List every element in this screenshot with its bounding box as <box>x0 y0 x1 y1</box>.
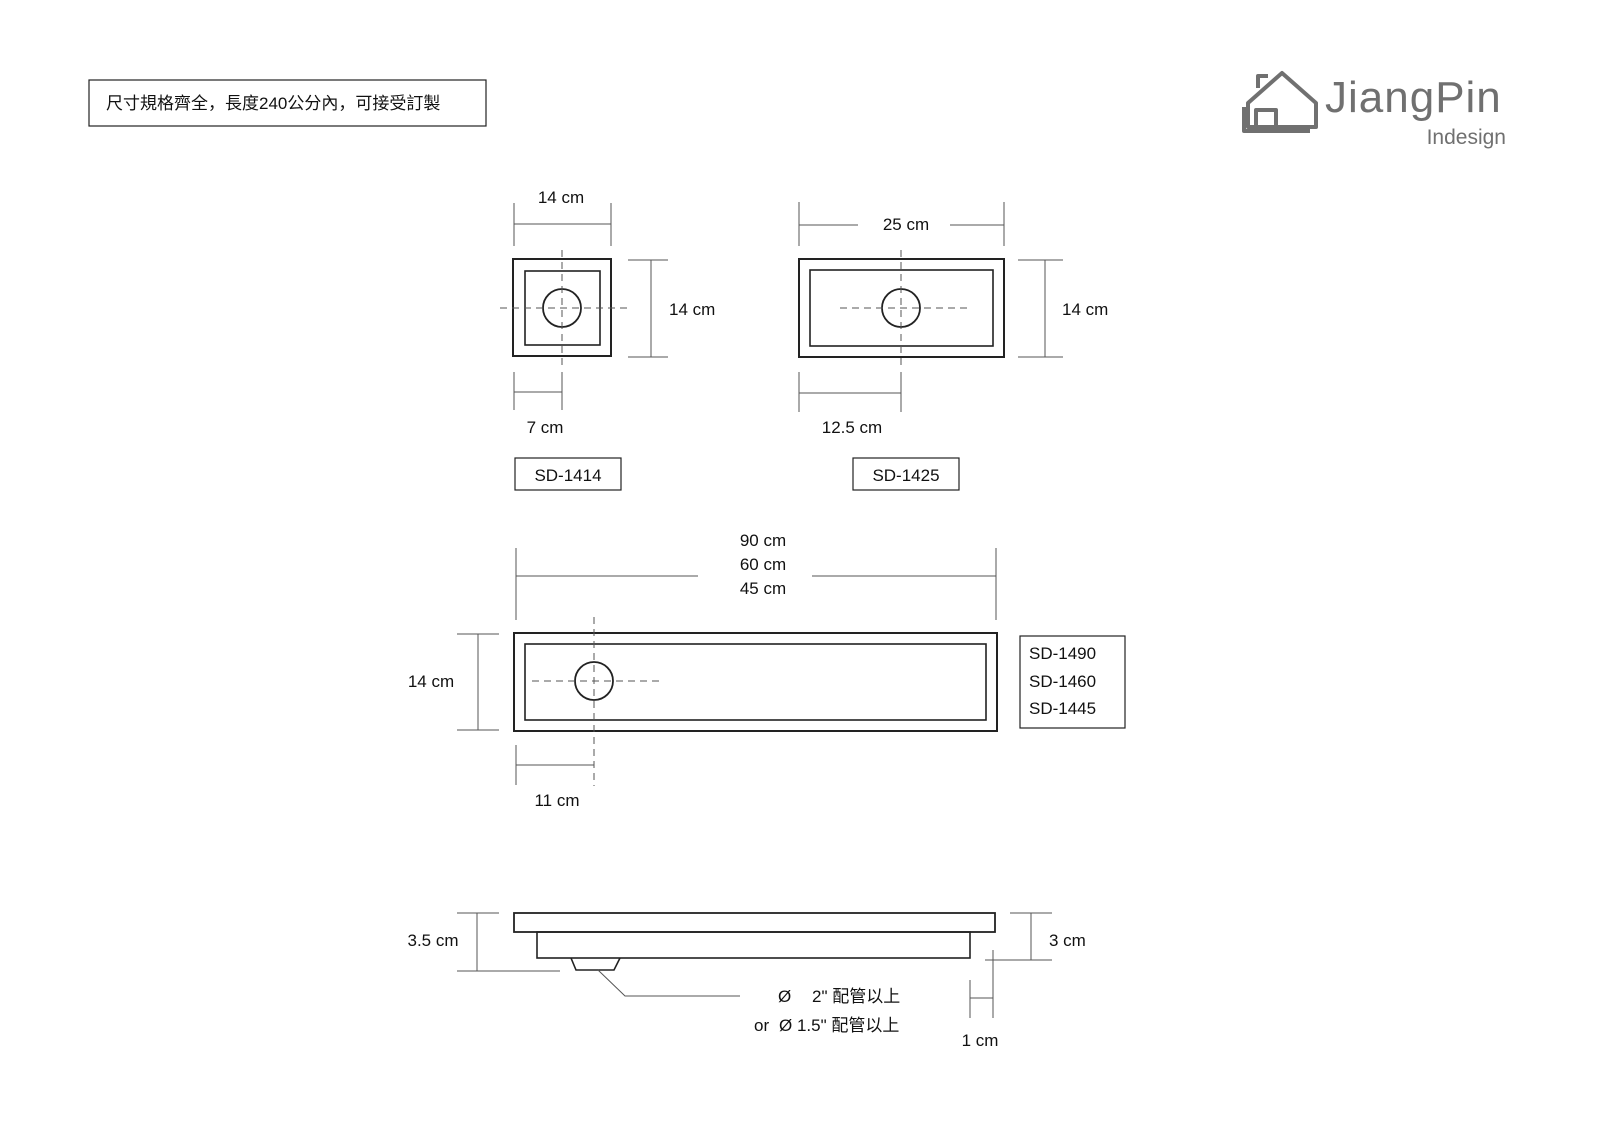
house-icon <box>1242 71 1318 133</box>
long-length-label-45: 45 cm <box>740 579 786 598</box>
long-offset-label: 11 cm <box>534 791 579 810</box>
sd-1414-offset-label: 7 cm <box>527 418 564 437</box>
model-sd-1445: SD-1445 <box>1029 699 1096 718</box>
brand-name: JiangPin <box>1325 73 1502 122</box>
drain-long: 90 cm 60 cm 45 cm 14 cm 11 cm SD-1490 SD… <box>408 531 1126 810</box>
drain-sd-1425: 25 cm 14 cm 12.5 cm SD-1425 <box>798 202 1108 491</box>
side-total-height-label: 3.5 cm <box>407 931 458 950</box>
model-sd-1490: SD-1490 <box>1029 644 1096 663</box>
spec-note: 尺寸規格齊全，長度240公分內，可接受訂製 <box>88 79 487 127</box>
spec-note-text: 尺寸規格齊全，長度240公分內，可接受訂製 <box>106 94 440 113</box>
side-view: 3.5 cm 3 cm 1 cm Ø 2" 配管以上 or Ø 1.5" 配管以… <box>407 912 1086 1050</box>
pipe-note-line1-symbol: Ø <box>778 987 791 1006</box>
long-length-label-60: 60 cm <box>740 555 786 574</box>
long-height-label: 14 cm <box>408 672 454 691</box>
pipe-note-line2-prefix: or <box>754 1016 769 1035</box>
pipe-note-line1-text: 2" 配管以上 <box>812 987 900 1006</box>
sd-1414-model: SD-1414 <box>534 466 601 485</box>
brand-logo: JiangPin Indesign <box>1242 71 1506 149</box>
drain-sd-1414: 14 cm 14 cm 7 cm SD-1414 <box>500 188 715 491</box>
sd-1414-width-label: 14 cm <box>538 188 584 207</box>
sd-1425-offset-label: 12.5 cm <box>822 418 882 437</box>
sd-1425-width-label: 25 cm <box>883 215 929 234</box>
side-flange-label: 1 cm <box>962 1031 999 1050</box>
brand-tagline: Indesign <box>1427 126 1506 149</box>
pipe-note-line2-text: Ø 1.5" 配管以上 <box>779 1016 899 1035</box>
long-length-label-90: 90 cm <box>740 531 786 550</box>
sd-1425-height-label: 14 cm <box>1062 300 1108 319</box>
side-body-height-label: 3 cm <box>1049 931 1086 950</box>
sd-1414-height-label: 14 cm <box>669 300 715 319</box>
sd-1425-model: SD-1425 <box>872 466 939 485</box>
model-sd-1460: SD-1460 <box>1029 672 1096 691</box>
